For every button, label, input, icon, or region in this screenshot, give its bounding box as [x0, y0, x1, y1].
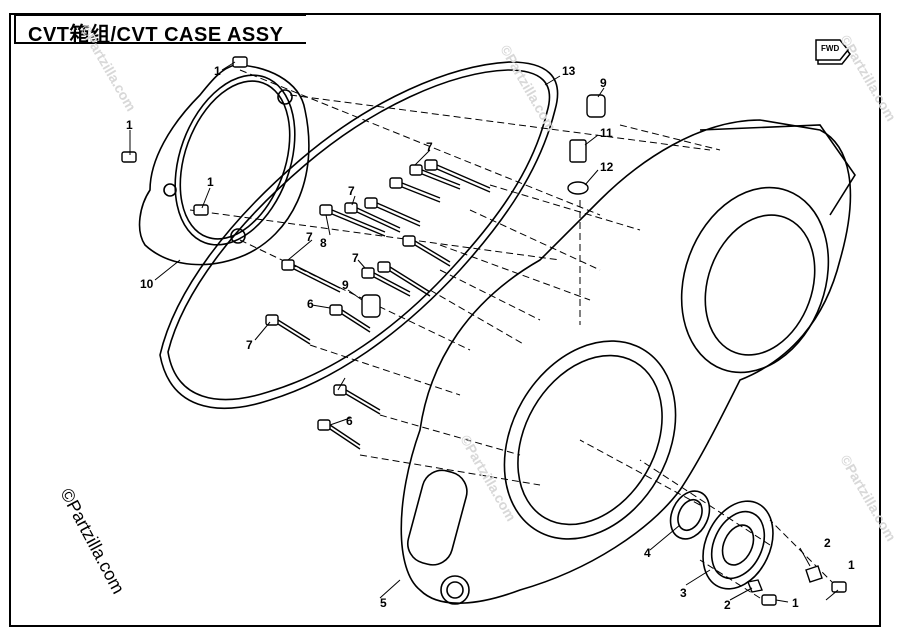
callout-9: 9	[600, 76, 607, 90]
callout-6: 6	[307, 297, 314, 311]
drain-plug	[569, 139, 587, 163]
clip-plate-a	[805, 565, 823, 583]
bolt-1e	[761, 594, 777, 606]
callout-13: 13	[562, 64, 576, 78]
bolt-6b	[333, 384, 381, 415]
washer	[567, 181, 589, 195]
bearing	[702, 500, 774, 590]
bolt-7f	[402, 235, 451, 267]
callout-1: 1	[214, 64, 221, 78]
cvt-cover-plate	[138, 64, 310, 266]
callout-10: 10	[140, 277, 154, 291]
callout-6: 6	[346, 414, 353, 428]
gasket	[159, 61, 559, 410]
callout-7: 7	[426, 140, 433, 154]
callout-1: 1	[126, 118, 133, 132]
bolt-7a	[409, 164, 461, 190]
bolt-6a	[329, 304, 371, 333]
bolt-7g	[281, 259, 341, 293]
bolt-8	[319, 204, 386, 237]
callout-7: 7	[246, 338, 253, 352]
callout-1: 1	[848, 558, 855, 572]
bolt-1d	[831, 581, 847, 593]
callout-5: 5	[380, 596, 387, 610]
callout-7: 7	[352, 251, 359, 265]
callout-3: 3	[680, 586, 687, 600]
bolt-7j	[265, 314, 311, 345]
dowel-pin-mid	[361, 294, 381, 318]
callout-8: 8	[320, 236, 327, 250]
fwd-arrow-icon	[815, 39, 851, 65]
bolt-1c	[193, 204, 209, 216]
oil-seal	[669, 490, 711, 540]
callout-11: 11	[600, 126, 613, 140]
callout-7: 7	[306, 230, 313, 244]
bolt-7e	[344, 202, 401, 233]
callout-9: 9	[342, 278, 349, 292]
bolt-7i	[377, 261, 431, 297]
bolt-7b	[424, 159, 491, 193]
callout-4: 4	[644, 546, 651, 560]
fwd-label: FWD	[821, 44, 840, 53]
clip-plate-b	[747, 579, 763, 593]
bolt-7d	[364, 197, 421, 227]
leader-lines	[129, 61, 839, 603]
diagram-title: CVT箱组/CVT CASE ASSY	[28, 24, 284, 46]
bolt-1b	[121, 151, 137, 163]
callout-2: 2	[724, 598, 731, 612]
small-parts	[361, 94, 823, 593]
bolts	[121, 56, 847, 606]
callout-2: 2	[824, 536, 831, 550]
dowel-pin-top	[586, 94, 606, 118]
bolt-6c	[317, 419, 361, 450]
bolt-7c	[389, 177, 441, 203]
bolt-1a	[232, 56, 248, 68]
callout-7: 7	[348, 184, 355, 198]
callout-1: 1	[792, 596, 799, 610]
bolt-7h	[361, 267, 411, 297]
cvt-case-main	[400, 119, 856, 605]
callout-12: 12	[600, 160, 614, 174]
callout-1: 1	[207, 175, 214, 189]
outer-border	[9, 13, 881, 627]
